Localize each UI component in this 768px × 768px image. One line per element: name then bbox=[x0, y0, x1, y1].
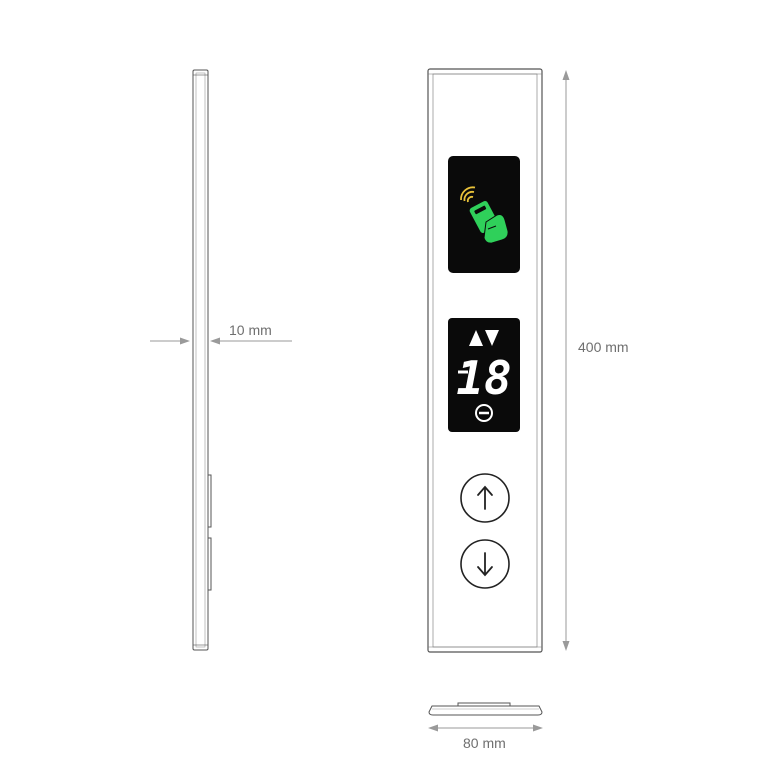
arrow-up-icon bbox=[477, 485, 493, 510]
side-button-bump-up bbox=[207, 474, 212, 528]
height-label: 400 mm bbox=[578, 339, 629, 355]
depth-label: 10 mm bbox=[229, 322, 272, 338]
arrow-down-icon bbox=[477, 552, 493, 577]
up-triangle-icon bbox=[469, 330, 483, 346]
height-dimension bbox=[562, 70, 570, 651]
top-button-bump bbox=[457, 702, 511, 707]
depth-dimension bbox=[150, 337, 292, 345]
call-down-button[interactable] bbox=[460, 539, 510, 589]
side-button-bump-down bbox=[207, 537, 212, 591]
width-label: 80 mm bbox=[463, 735, 506, 751]
side-view bbox=[192, 69, 212, 651]
front-view: 18 bbox=[427, 68, 543, 653]
card-tap-icon bbox=[460, 186, 509, 244]
floor-number: 18 bbox=[456, 351, 511, 405]
top-view bbox=[428, 702, 543, 716]
down-triangle-icon bbox=[485, 330, 499, 346]
floor-display: 18 bbox=[448, 318, 520, 432]
no-entry-icon bbox=[475, 404, 493, 422]
side-profile-outer bbox=[192, 69, 209, 651]
side-profile-inner bbox=[195, 72, 206, 648]
width-dimension bbox=[428, 724, 543, 732]
call-up-button[interactable] bbox=[460, 473, 510, 523]
card-reader-screen[interactable] bbox=[448, 156, 520, 273]
top-profile bbox=[428, 705, 543, 716]
